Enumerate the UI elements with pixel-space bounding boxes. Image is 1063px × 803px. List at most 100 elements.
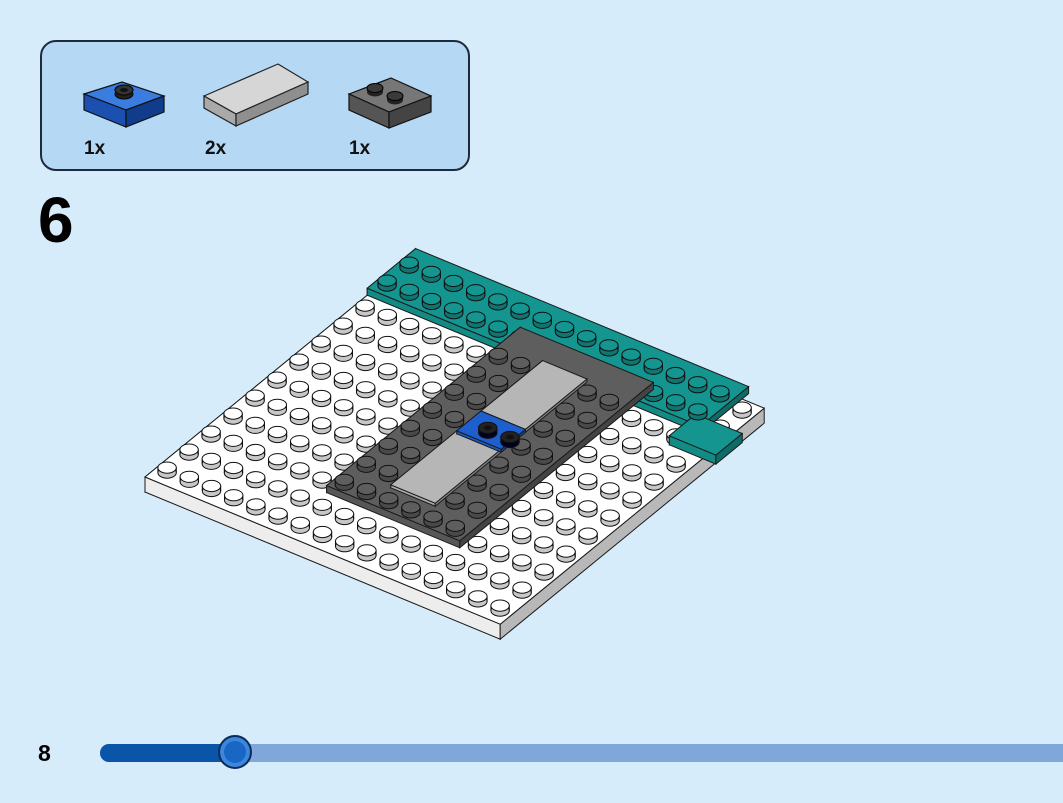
dark-gray-stud xyxy=(577,411,597,429)
teal-stud xyxy=(444,302,464,320)
white-stud xyxy=(312,498,332,516)
dark-gray-stud xyxy=(444,410,465,429)
dark-gray-stud xyxy=(422,428,443,447)
white-stud xyxy=(621,409,642,428)
white-stud xyxy=(245,416,266,434)
dark-gray-stud xyxy=(467,474,487,492)
white-stud xyxy=(444,336,464,354)
white-stud xyxy=(622,464,642,482)
dark-gray-stud xyxy=(379,492,399,510)
white-stud xyxy=(422,354,442,372)
dark-gray-stud xyxy=(466,392,487,411)
teal-stud xyxy=(665,366,686,385)
white-stud xyxy=(378,417,398,435)
white-stud xyxy=(489,517,510,536)
progress-handle[interactable] xyxy=(218,735,252,769)
white-stud xyxy=(201,425,221,443)
white-stud xyxy=(468,563,488,581)
white-stud xyxy=(246,498,266,516)
white-stud xyxy=(490,572,510,590)
dark-gray-stud xyxy=(401,501,421,519)
white-stud xyxy=(556,518,576,536)
white-stud xyxy=(556,545,576,563)
white-stud xyxy=(444,363,464,381)
teal-stud xyxy=(466,284,486,302)
dark-gray-stud xyxy=(400,446,421,465)
white-stud xyxy=(533,481,554,500)
white-stud xyxy=(268,480,288,498)
white-stud xyxy=(666,455,686,473)
blue-tile-stud xyxy=(500,430,520,449)
white-stud xyxy=(400,345,420,363)
white-stud xyxy=(201,479,222,498)
white-stud xyxy=(555,463,576,482)
white-stud xyxy=(311,362,331,380)
white-stud xyxy=(157,461,177,479)
teal-stud xyxy=(688,403,708,421)
light-gray-tile-part-icon xyxy=(202,63,310,128)
dark-gray-stud xyxy=(422,401,442,419)
teal-stud xyxy=(466,311,486,329)
teal-stud xyxy=(554,320,575,339)
dark-gray-plate-part-icon xyxy=(347,77,433,129)
white-stud xyxy=(468,590,488,608)
white-stud xyxy=(312,417,332,435)
dark-gray-stud xyxy=(555,429,575,447)
step-number: 6 xyxy=(38,184,74,256)
white-stud xyxy=(423,571,444,590)
teal-wing-right xyxy=(668,413,744,466)
white-stud xyxy=(556,491,576,509)
dark-gray-stud xyxy=(467,501,487,519)
part-3-quantity: 1x xyxy=(349,138,371,159)
white-stud xyxy=(600,482,620,500)
white-stud xyxy=(578,473,598,491)
dark-gray-stud xyxy=(466,365,486,383)
progress-fill xyxy=(100,744,235,762)
white-stud xyxy=(512,527,532,545)
white-stud xyxy=(644,419,664,437)
tiles-layer xyxy=(389,359,588,508)
white-stud xyxy=(422,327,442,345)
dark-gray-stud xyxy=(533,447,553,465)
light-gray-tile-back xyxy=(480,359,588,434)
white-stud xyxy=(246,471,266,489)
white-stud xyxy=(379,526,399,544)
dark-gray-stud xyxy=(356,482,377,501)
white-stud xyxy=(355,299,375,317)
white-stud xyxy=(400,399,420,417)
dark-gray-stud xyxy=(400,419,420,437)
white-stud xyxy=(577,445,598,464)
white-stud xyxy=(578,527,598,545)
blue-tile-stud xyxy=(478,421,498,439)
dark-gray-stud xyxy=(488,374,509,393)
white-stud xyxy=(333,371,354,390)
teal-stud xyxy=(710,385,730,403)
white-stud xyxy=(267,398,287,416)
white-stud xyxy=(512,581,532,599)
white-stud xyxy=(378,363,398,381)
teal-stud xyxy=(399,283,419,301)
teal-stud xyxy=(621,348,641,366)
white-stud xyxy=(401,535,421,553)
white-stud xyxy=(534,509,554,527)
white-stud xyxy=(334,426,354,444)
white-stud xyxy=(534,536,554,554)
white-stud xyxy=(445,553,466,572)
dark-gray-stud xyxy=(378,464,399,483)
progress-bar[interactable] xyxy=(100,735,1063,769)
white-stud xyxy=(245,389,265,407)
white-stud xyxy=(290,462,310,480)
white-stud xyxy=(289,380,309,398)
dark-gray-stud xyxy=(511,465,531,483)
teal-stud xyxy=(488,320,508,338)
dark-gray-stud xyxy=(444,383,464,401)
white-stud xyxy=(179,470,200,488)
white-stud xyxy=(179,443,199,461)
dark-gray-stud xyxy=(488,347,508,365)
white-stud xyxy=(600,455,620,473)
dark-gray-stud xyxy=(533,420,553,438)
white-stud xyxy=(333,344,353,362)
white-stud xyxy=(223,461,244,480)
blue-tile-part-icon xyxy=(82,81,166,128)
